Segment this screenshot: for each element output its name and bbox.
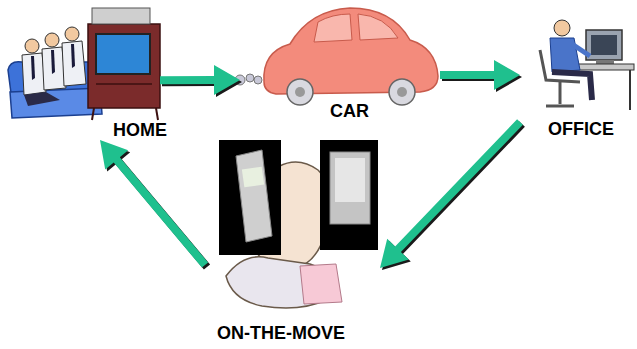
desk-leg — [629, 70, 631, 110]
tv-cabinet — [88, 24, 160, 108]
pda-photo — [320, 140, 378, 250]
cell-phone — [236, 150, 272, 242]
phone-photo — [219, 140, 281, 255]
chair-post — [559, 82, 562, 104]
cabinet-leg — [92, 108, 94, 120]
flow-arrow — [440, 60, 522, 92]
phone-display — [242, 167, 264, 188]
wheel-hub — [397, 87, 407, 97]
monitor-screen — [591, 35, 617, 55]
arrow-body — [380, 119, 523, 268]
car-illustration — [235, 8, 438, 105]
scene-node: CAR — [240, 0, 440, 125]
arrow-body — [160, 65, 240, 95]
office-illustration — [540, 20, 634, 110]
home-illustration — [8, 8, 160, 120]
paper-sheet — [300, 264, 342, 304]
cabinet-shelf — [96, 83, 152, 85]
computer-monitor — [586, 30, 622, 60]
person-shirt — [550, 38, 580, 72]
node-label: CAR — [330, 101, 369, 121]
office-chair — [540, 50, 580, 82]
arrow-shadow — [442, 62, 522, 92]
arrow-shadow — [162, 67, 242, 97]
tv-screen — [96, 34, 150, 74]
car-wheel — [287, 79, 313, 105]
desk-top — [576, 64, 634, 70]
tie — [51, 50, 55, 74]
cabinet-leg — [156, 108, 158, 120]
car-body — [264, 8, 438, 94]
exhaust-puff — [246, 74, 254, 82]
person-head — [554, 20, 570, 36]
flow-arrow — [380, 119, 525, 270]
trousers — [24, 92, 60, 106]
scene-node: HOME — [5, 10, 160, 140]
node-label: ON-THE-MOVE — [217, 323, 345, 343]
arrow-body — [440, 60, 520, 90]
car-window — [314, 14, 352, 42]
arrow-body — [100, 140, 208, 268]
wheel-hub — [295, 87, 305, 97]
person-legs — [552, 72, 592, 100]
scene-node: OFFICE — [520, 5, 635, 145]
chair-base — [546, 105, 574, 108]
car-window — [358, 14, 398, 40]
set-top-device — [92, 8, 150, 24]
person-head — [25, 39, 39, 53]
arrow-shadow — [382, 121, 525, 270]
exhaust-puff — [254, 76, 262, 84]
node-label: OFFICE — [548, 119, 614, 139]
tie — [31, 56, 35, 80]
person-arm — [572, 44, 590, 56]
car-wheel — [389, 79, 415, 105]
arrow-shadow — [102, 142, 210, 270]
flow-arrow — [160, 65, 242, 97]
person-head — [45, 33, 59, 47]
exhaust-puff — [235, 75, 245, 85]
scene-node: ON-THE-MOVE — [205, 140, 380, 345]
on-the-move-illustration — [219, 140, 378, 308]
flow-arrow — [100, 140, 210, 270]
person-head — [65, 27, 79, 41]
pda-screen — [335, 158, 365, 202]
pda-device — [330, 152, 370, 224]
node-label: HOME — [113, 120, 167, 140]
tie — [71, 44, 75, 68]
person-shirt — [62, 41, 86, 86]
